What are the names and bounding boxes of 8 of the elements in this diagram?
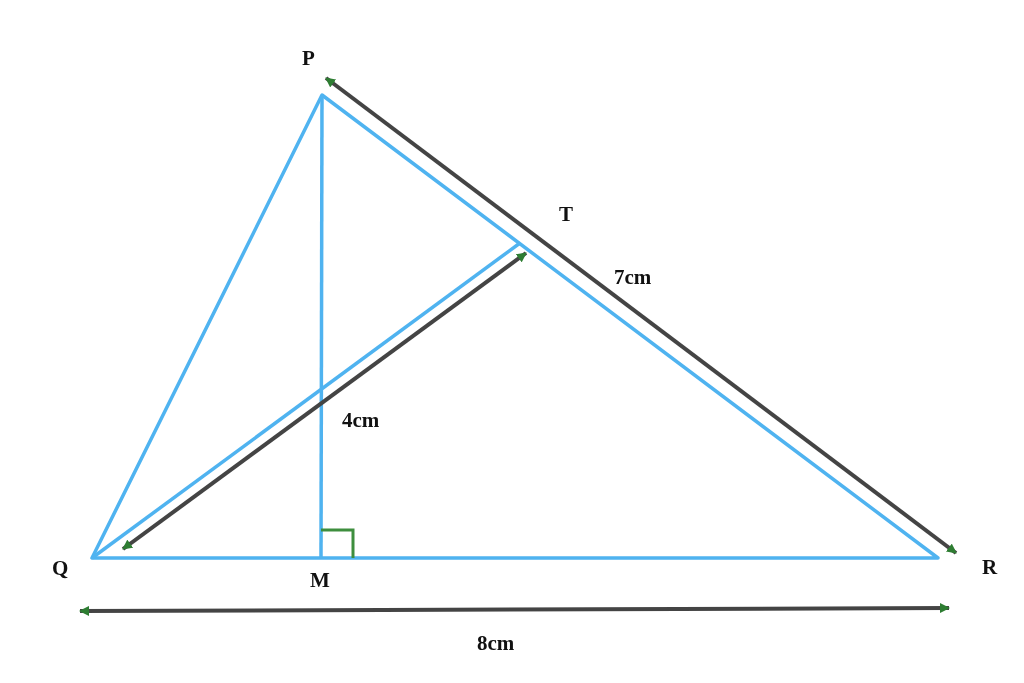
point-label: P [302,48,315,69]
dimension-label: 7cm [614,267,652,288]
point-label: R [982,557,998,578]
point-label: Q [52,558,69,579]
point-label: M [310,570,330,591]
point-label: T [559,204,573,225]
dimension-label: 8cm [477,633,515,654]
dimension-label: 4cm [342,410,380,431]
